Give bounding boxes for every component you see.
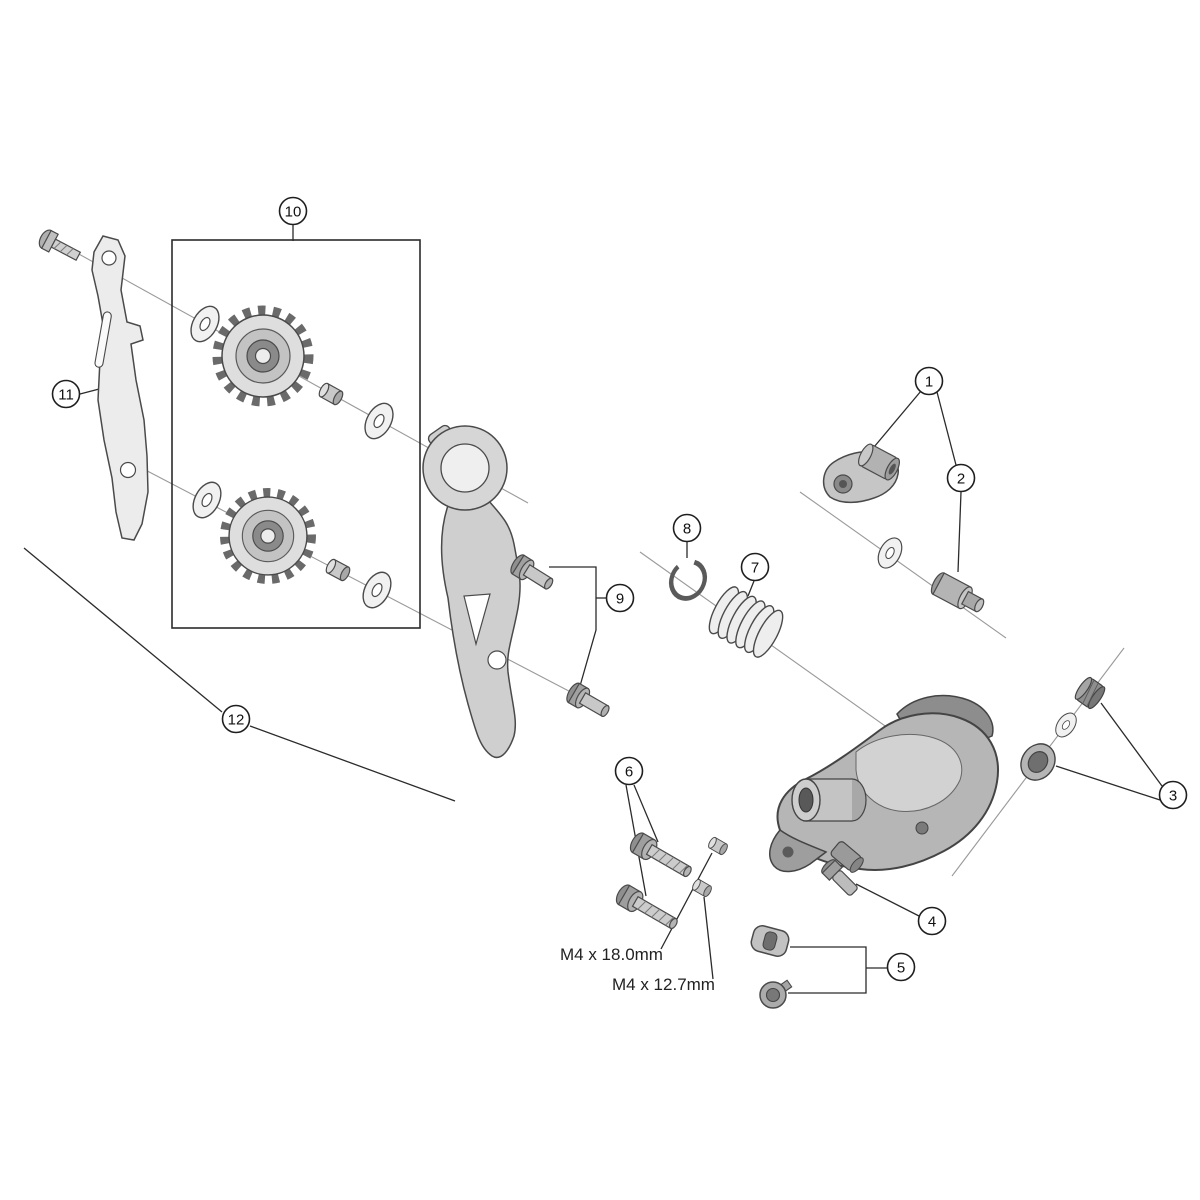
span-line-12a <box>23 547 223 713</box>
dimension-label: M4 x 12.7mm <box>612 975 715 994</box>
part-bushing-1 <box>316 381 346 407</box>
callout-number: 1 <box>925 374 933 391</box>
callout-6: 6 <box>614 756 644 786</box>
callout-11: 11 <box>51 379 81 409</box>
part-stud-bolt <box>930 572 985 613</box>
item-box-10 <box>171 239 421 629</box>
part-snap-ring <box>668 559 708 601</box>
callout-number: 2 <box>957 471 965 488</box>
label-line-2 <box>703 896 714 980</box>
label-line-1 <box>660 852 713 950</box>
callouts: 1 2 3 4 5 6 7 8 <box>51 196 1188 982</box>
part-main-body <box>768 694 999 873</box>
part-tension-spring <box>708 586 784 658</box>
part-plate-screw <box>38 229 82 262</box>
part-lower-pulley <box>224 492 311 579</box>
leader-line-1b <box>936 391 957 466</box>
callout-12: 12 <box>221 704 251 734</box>
callout-3: 3 <box>1158 780 1188 810</box>
part-upper-pulley <box>217 310 309 402</box>
callout-number: 8 <box>683 521 691 538</box>
callout-1: 1 <box>914 366 944 396</box>
callout-4: 4 <box>917 906 947 936</box>
part-screw-m4-127 <box>612 881 683 936</box>
leader-line-7 <box>747 580 755 597</box>
callout-9: 9 <box>605 583 635 613</box>
leader-line-1a <box>868 390 922 454</box>
part-washer-6 <box>1051 708 1081 742</box>
axis-line-bracket <box>799 491 1007 639</box>
part-washer-1 <box>184 300 226 348</box>
leader-line-2 <box>957 491 962 573</box>
part-spacer-2 <box>690 877 714 899</box>
bracket-5 <box>788 946 867 994</box>
callout-10: 10 <box>278 196 308 226</box>
dimension-label: M4 x 18.0mm <box>560 945 663 964</box>
part-plate-nut <box>750 925 790 957</box>
callout-number: 4 <box>928 914 936 931</box>
axis-line-spring <box>639 551 913 746</box>
callout-number: 9 <box>616 591 624 608</box>
callout-2: 2 <box>946 463 976 493</box>
part-cap <box>1020 743 1056 781</box>
callout-number: 3 <box>1169 788 1177 805</box>
part-adjust-nut <box>1074 676 1106 710</box>
part-screw-m4-18 <box>626 829 697 884</box>
part-outer-plate <box>422 424 521 759</box>
callout-5: 5 <box>886 952 916 982</box>
span-line-12b <box>249 725 456 802</box>
part-washer-4 <box>356 566 398 614</box>
callout-number: 12 <box>228 712 245 729</box>
leader-line-6a <box>633 784 659 843</box>
part-washer-2 <box>358 397 400 445</box>
part-fixing-screw <box>759 979 793 1009</box>
callout-number: 11 <box>58 387 74 404</box>
leader-line-3b <box>1055 765 1161 801</box>
part-washer-3 <box>186 476 228 524</box>
callout-number: 10 <box>285 204 302 221</box>
callout-number: 6 <box>625 764 633 781</box>
part-bushing-2 <box>323 557 353 583</box>
leader-lines <box>23 225 1163 994</box>
part-bracket-link <box>822 443 901 504</box>
part-washer-5 <box>872 533 908 573</box>
part-pulley-bolt-2 <box>563 680 614 723</box>
callout-number: 5 <box>897 960 905 977</box>
callout-8: 8 <box>672 513 702 543</box>
part-pivot-pin <box>821 859 858 896</box>
callout-number: 7 <box>751 560 759 577</box>
bracket-9 <box>549 566 597 687</box>
callout-7: 7 <box>740 552 770 582</box>
part-spacer-1 <box>706 835 730 857</box>
leader-line-4 <box>855 883 920 917</box>
part-inner-plate <box>91 235 149 541</box>
leader-line-3a <box>1100 702 1163 787</box>
